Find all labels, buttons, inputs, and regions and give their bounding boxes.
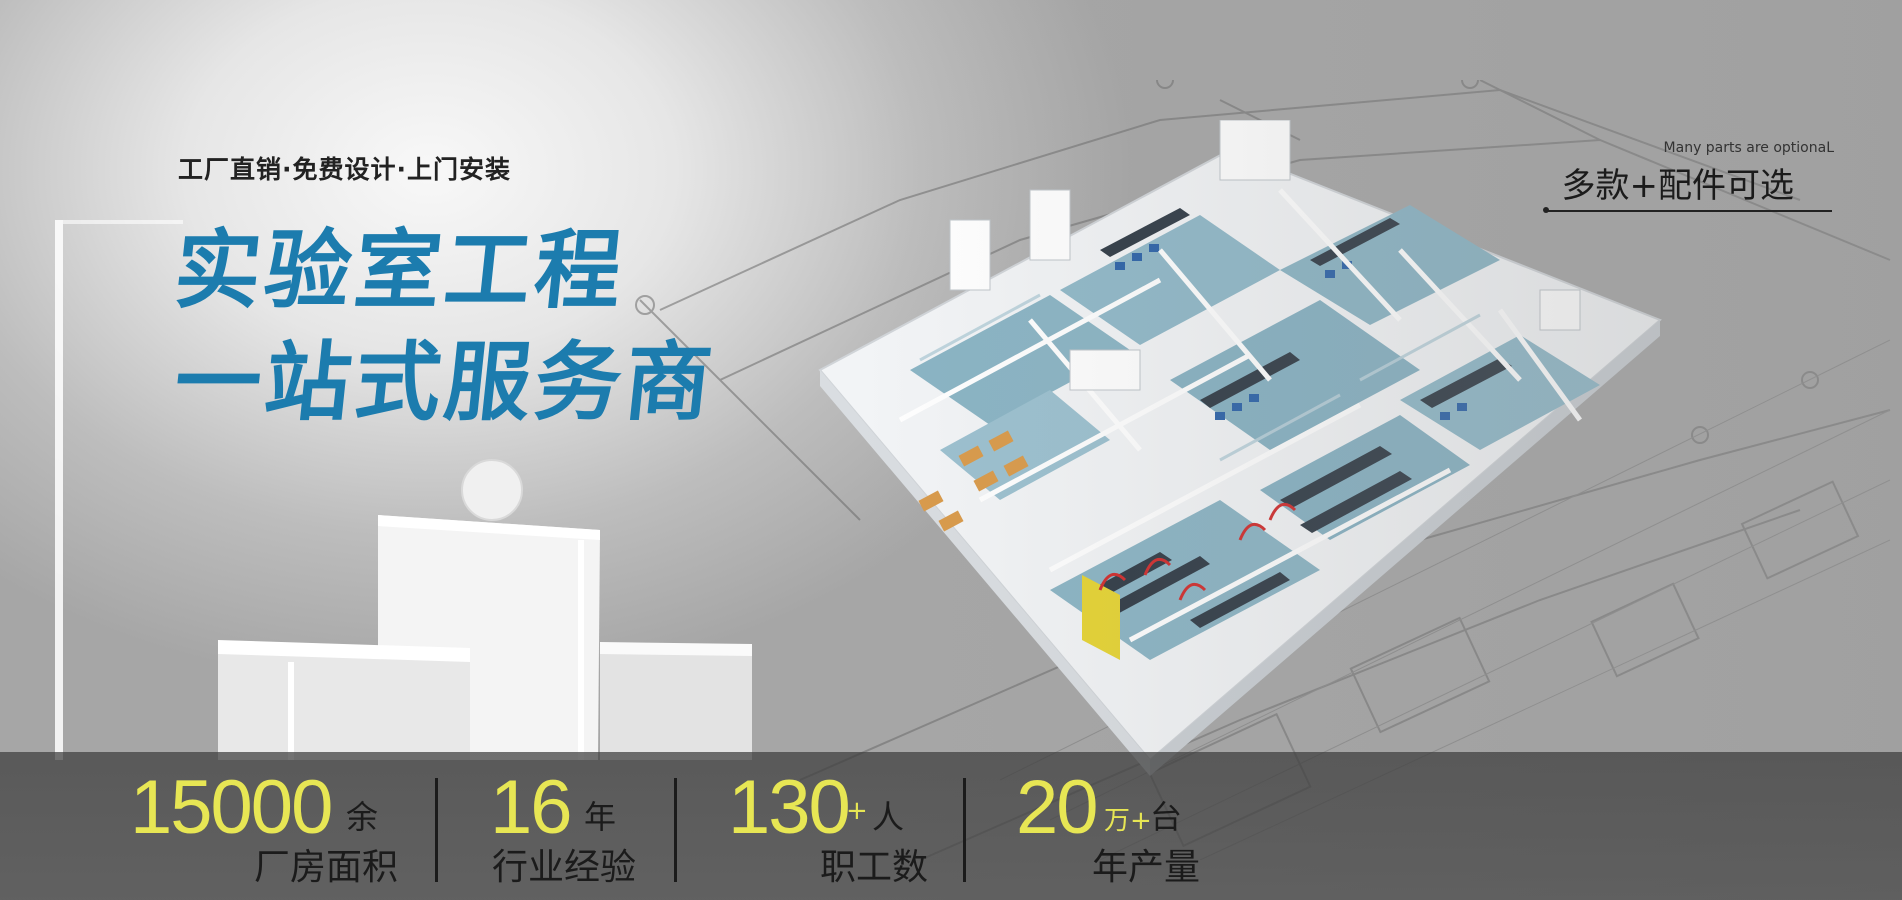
hero-headline-line1: 实验室工程 bbox=[169, 221, 631, 321]
stat-plus: 万+ bbox=[1104, 806, 1152, 836]
stat-divider bbox=[963, 778, 966, 882]
stats-bar: 15000 余 厂房面积 16 年 行业经验 130 + 人 职工数 20 万+… bbox=[0, 752, 1902, 900]
stat-employees: 130 + 人 职工数 bbox=[728, 752, 948, 900]
stat-divider bbox=[674, 778, 677, 882]
stat-label: 厂房面积 bbox=[254, 847, 399, 888]
hero-headline-line2: 一站式服务商 bbox=[169, 333, 721, 433]
promo-subtitle: Many parts are optionaL bbox=[1663, 140, 1834, 156]
stat-divider bbox=[435, 778, 438, 882]
stat-number: 16 bbox=[490, 765, 573, 850]
promo-dot bbox=[1543, 207, 1549, 213]
promo-title: 多款+配件可选 bbox=[1561, 166, 1795, 206]
lab-floorplan-image bbox=[818, 120, 1662, 776]
promo-block: Many parts are optionaL 多款+配件可选 bbox=[1543, 140, 1844, 213]
podium-display-image bbox=[55, 220, 752, 760]
stat-unit: 年 bbox=[584, 798, 617, 836]
stat-label: 职工数 bbox=[820, 847, 929, 888]
promo-underline bbox=[1547, 210, 1832, 212]
stat-number: 130 bbox=[728, 765, 851, 850]
stat-industry-experience: 16 年 行业经验 bbox=[490, 752, 670, 900]
stat-plus: + bbox=[846, 796, 868, 826]
stat-label: 年产量 bbox=[1092, 847, 1201, 888]
stat-factory-area: 15000 余 厂房面积 bbox=[130, 752, 420, 900]
stat-number: 15000 bbox=[130, 765, 333, 850]
stat-unit: 人 bbox=[872, 798, 905, 836]
stat-label: 行业经验 bbox=[492, 847, 637, 888]
stat-unit: 余 bbox=[346, 798, 379, 836]
stat-annual-output: 20 万+ 台 年产量 bbox=[1016, 752, 1236, 900]
stat-number: 20 bbox=[1016, 765, 1099, 850]
stat-unit: 台 bbox=[1150, 798, 1183, 836]
hero-tagline: 工厂直销·免费设计·上门安装 bbox=[178, 155, 511, 184]
